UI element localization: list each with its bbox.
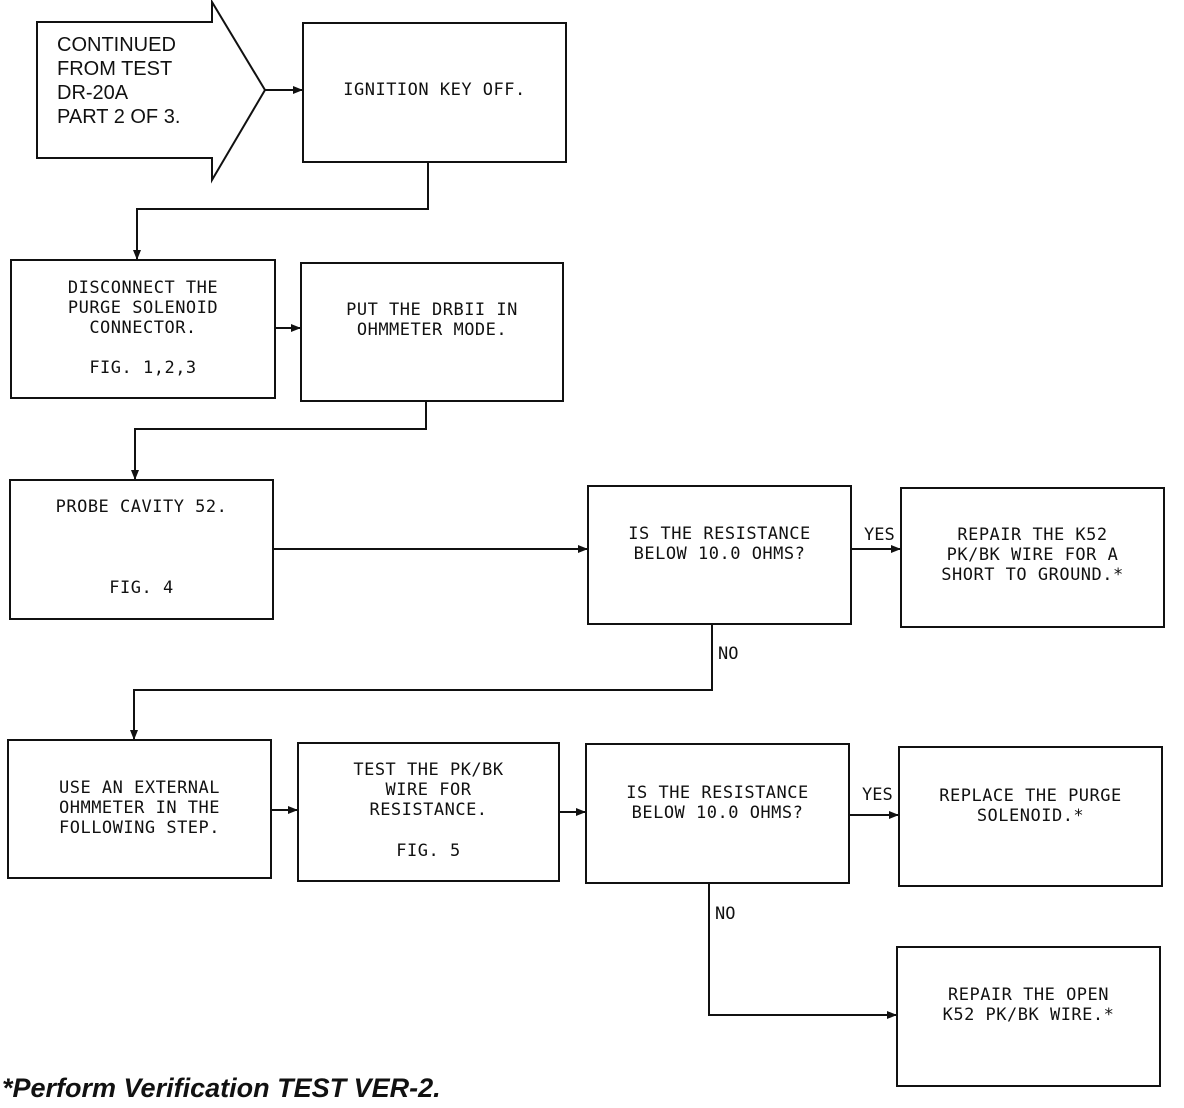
no-label-1: NO xyxy=(718,644,739,664)
drbii-ohmmeter-text: PUT THE DRBII IN OHMMETER MODE. xyxy=(346,300,518,340)
yes-label-2: YES xyxy=(862,785,893,805)
ignition-off-text: IGNITION KEY OFF. xyxy=(343,80,526,100)
repair-open-text: REPAIR THE OPEN K52 PK/BK WIRE.* xyxy=(942,985,1115,1025)
decision-2-box xyxy=(585,743,850,884)
repair-open-box xyxy=(896,946,1161,1087)
verification-footnote: *Perform Verification TEST VER-2. xyxy=(2,1073,441,1103)
disconnect-solenoid-box xyxy=(10,259,276,399)
ignition-off-box xyxy=(302,22,567,163)
yes-label-1: YES xyxy=(864,525,895,545)
decision-1-text: IS THE RESISTANCE BELOW 10.0 OHMS? xyxy=(628,524,811,564)
no-label-2: NO xyxy=(715,904,736,924)
edge-decision1-no xyxy=(130,624,713,740)
edge-drbii-probe xyxy=(131,401,427,480)
replace-solenoid-box xyxy=(898,746,1163,887)
test-wire-fig-text: FIG. 5 xyxy=(396,841,461,861)
test-wire-box xyxy=(297,742,560,882)
drbii-ohmmeter-box xyxy=(300,262,564,402)
replace-solenoid-text: REPLACE THE PURGE SOLENOID.* xyxy=(939,786,1122,826)
probe-cavity-text: PROBE CAVITY 52. xyxy=(55,497,228,517)
disconnect-fig-text: FIG. 1,2,3 xyxy=(89,358,197,378)
edge-decision2-no xyxy=(708,883,897,1019)
disconnect-solenoid-text: DISCONNECT THE PURGE SOLENOID CONNECTOR. xyxy=(67,278,219,338)
external-ohmmeter-text: USE AN EXTERNAL OHMMETER IN THE FOLLOWIN… xyxy=(58,778,221,838)
entry-arrow-shape xyxy=(36,0,267,184)
edge-ignition-disconnect xyxy=(133,162,429,260)
entry-continued-text: CONTINUED FROM TEST DR-20A PART 2 OF 3. xyxy=(57,34,181,128)
repair-short-box xyxy=(900,487,1165,628)
probe-fig-text: FIG. 4 xyxy=(109,578,174,598)
repair-short-text: REPAIR THE K52 PK/BK WIRE FOR A SHORT TO… xyxy=(941,525,1124,585)
decision-1-box xyxy=(587,485,852,625)
decision-2-text: IS THE RESISTANCE BELOW 10.0 OHMS? xyxy=(626,783,809,823)
external-ohmmeter-box xyxy=(7,739,272,879)
test-wire-text: TEST THE PK/BK WIRE FOR RESISTANCE. xyxy=(353,760,504,820)
probe-cavity-box xyxy=(9,479,274,620)
